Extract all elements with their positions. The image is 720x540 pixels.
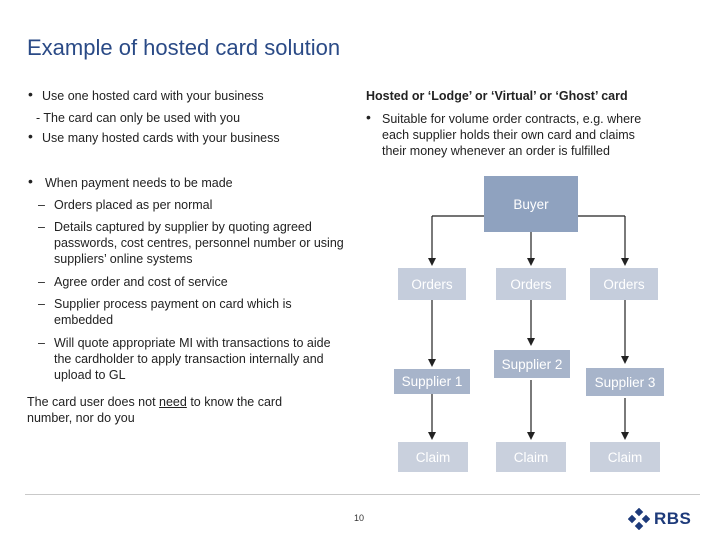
note-part-4: number, nor do you	[27, 411, 135, 425]
orders-box-3: Orders	[590, 268, 658, 300]
bullet-dot: •	[366, 109, 371, 125]
buyer-box: Buyer	[484, 176, 578, 232]
right-bullet-line-2: each supplier holds their own card and c…	[382, 128, 635, 142]
right-bullet-line-1: Suitable for volume order contracts, e.g…	[382, 112, 642, 126]
dash-mark: –	[38, 336, 45, 350]
left-bullet-2: Use many hosted cards with your business	[42, 131, 280, 145]
dash-mark: –	[38, 198, 45, 212]
bullet-dot: •	[28, 173, 33, 189]
rbs-daisy-icon	[628, 508, 650, 530]
logo-text: RBS	[654, 509, 692, 528]
supplier-box-3: Supplier 3	[586, 368, 664, 396]
note-part-1: The card user does not	[27, 395, 160, 409]
dash-mark: –	[38, 297, 45, 311]
dash-mark: –	[38, 220, 45, 234]
dash-item-4: Supplier process payment on card which i…	[54, 297, 292, 327]
card-user-note: The card user does not need to know the …	[27, 394, 327, 426]
page-number: 10	[354, 513, 365, 523]
orders-box-2: Orders	[496, 268, 566, 300]
left-bullet-1: Use one hosted card with your business	[42, 89, 264, 103]
note-emphasis: need	[159, 395, 187, 409]
supplier-box-1: Supplier 1	[394, 369, 470, 394]
note-part-3: to know the card	[186, 395, 283, 409]
orders-box-1: Orders	[398, 268, 466, 300]
dash-mark: –	[38, 275, 45, 289]
supplier-box-2: Supplier 2	[494, 350, 570, 378]
left-bullet-1-sub: - The card can only be used with you	[36, 111, 241, 125]
bullet-dot: •	[28, 86, 33, 102]
right-heading: Hosted or ‘Lodge’ or ‘Virtual’ or ‘Ghost…	[366, 89, 628, 103]
right-bullet-line-3: their money whenever an order is fulfill…	[382, 144, 610, 158]
page-title: Example of hosted card solution	[27, 35, 341, 60]
dash-item-2: Details captured by supplier by quoting …	[54, 220, 344, 266]
dash-item-3: Agree order and cost of service	[54, 275, 228, 289]
bullet-dot: •	[28, 128, 33, 144]
footer-divider	[25, 494, 700, 495]
claim-box-1: Claim	[398, 442, 468, 472]
claim-box-2: Claim	[496, 442, 566, 472]
rbs-logo: RBS	[628, 508, 691, 530]
dash-item-1: Orders placed as per normal	[54, 198, 213, 212]
dash-item-5: Will quote appropriate MI with transacti…	[54, 336, 331, 382]
right-bullet: Suitable for volume order contracts, e.g…	[382, 111, 692, 159]
left-bullet-3: When payment needs to be made	[45, 176, 233, 190]
claim-box-3: Claim	[590, 442, 660, 472]
